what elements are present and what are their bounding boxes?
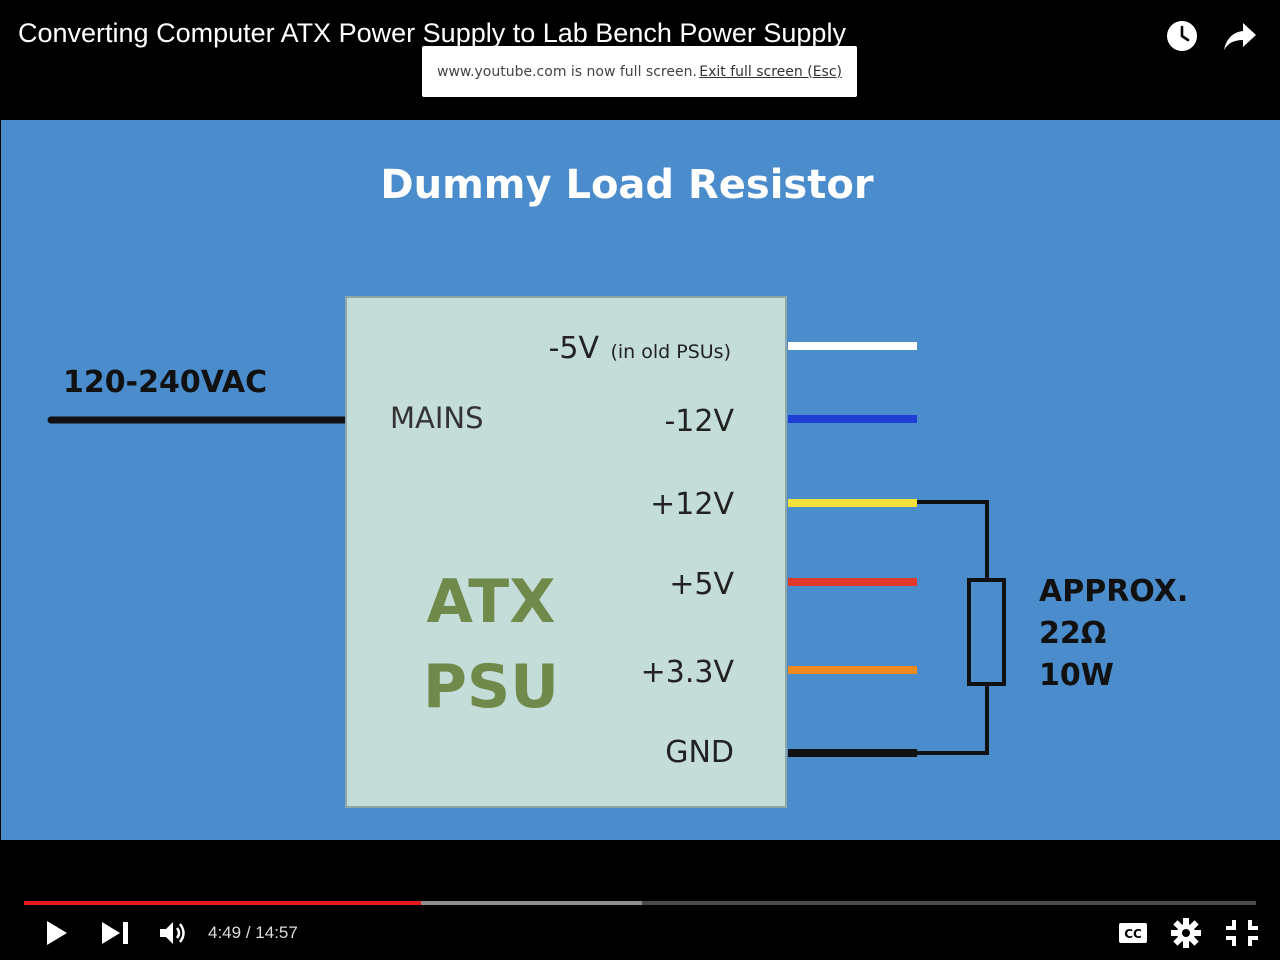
volume-icon[interactable] xyxy=(158,919,188,947)
psu-label-line2: PSU xyxy=(423,652,559,722)
player-controls: 4:49 / 14:57 CC xyxy=(0,880,1280,960)
cc-label: CC xyxy=(1124,927,1142,941)
video-frame[interactable]: Dummy Load Resistor 120-240VAC MAINS ATX… xyxy=(1,120,1280,840)
rail-note-neg5v: (in old PSUs) xyxy=(610,341,731,363)
resistor-label-line1: APPROX. xyxy=(1039,574,1188,609)
video-title[interactable]: Converting Computer ATX Power Supply to … xyxy=(18,18,846,48)
input-voltage-label: 120-240VAC xyxy=(63,365,267,400)
next-icon[interactable] xyxy=(100,920,132,946)
mains-label: MAINS xyxy=(390,401,484,435)
load-wire-bottom xyxy=(917,684,989,755)
current-time: 4:49 xyxy=(208,923,242,942)
progress-played xyxy=(24,901,421,905)
fullscreen-message: www.youtube.com is now full screen. xyxy=(437,63,697,80)
clock-icon[interactable] xyxy=(1164,18,1200,54)
controls-right: CC xyxy=(1118,916,1260,950)
diagram-heading: Dummy Load Resistor xyxy=(380,162,873,208)
resistor-label-line2: 22Ω xyxy=(1039,616,1106,651)
exit-fullscreen-icon[interactable] xyxy=(1224,918,1260,948)
top-actions xyxy=(1164,18,1258,54)
rail-label-neg12v: -12V xyxy=(664,404,734,439)
resistor-label-line3: 10W xyxy=(1039,658,1114,693)
exit-fullscreen-link[interactable]: Exit full screen (Esc) xyxy=(699,63,842,80)
diagram-frame: Dummy Load Resistor 120-240VAC MAINS ATX… xyxy=(1,120,1280,840)
psu-box xyxy=(345,296,787,808)
duration: 14:57 xyxy=(255,923,298,942)
cc-icon[interactable]: CC xyxy=(1118,922,1148,944)
gear-icon[interactable] xyxy=(1170,917,1202,949)
time-display: 4:49 / 14:57 xyxy=(208,923,298,943)
rail-label-pos3v3: +3.3V xyxy=(641,655,735,690)
share-arrow-icon[interactable] xyxy=(1222,18,1258,54)
psu-label-line1: ATX xyxy=(427,567,556,637)
rail-label-gnd: GND xyxy=(665,735,734,770)
progress-bar[interactable] xyxy=(24,901,1256,905)
controls-left: 4:49 / 14:57 xyxy=(40,916,298,950)
load-wire-top xyxy=(917,500,989,580)
fullscreen-notice: www.youtube.com is now full screen. Exit… xyxy=(422,46,857,97)
rail-label-pos12v: +12V xyxy=(650,487,734,522)
rail-label-neg5v: -5V xyxy=(549,331,600,366)
time-separator: / xyxy=(245,923,251,942)
rail-label-pos5v: +5V xyxy=(669,567,734,602)
play-icon[interactable] xyxy=(40,918,72,948)
